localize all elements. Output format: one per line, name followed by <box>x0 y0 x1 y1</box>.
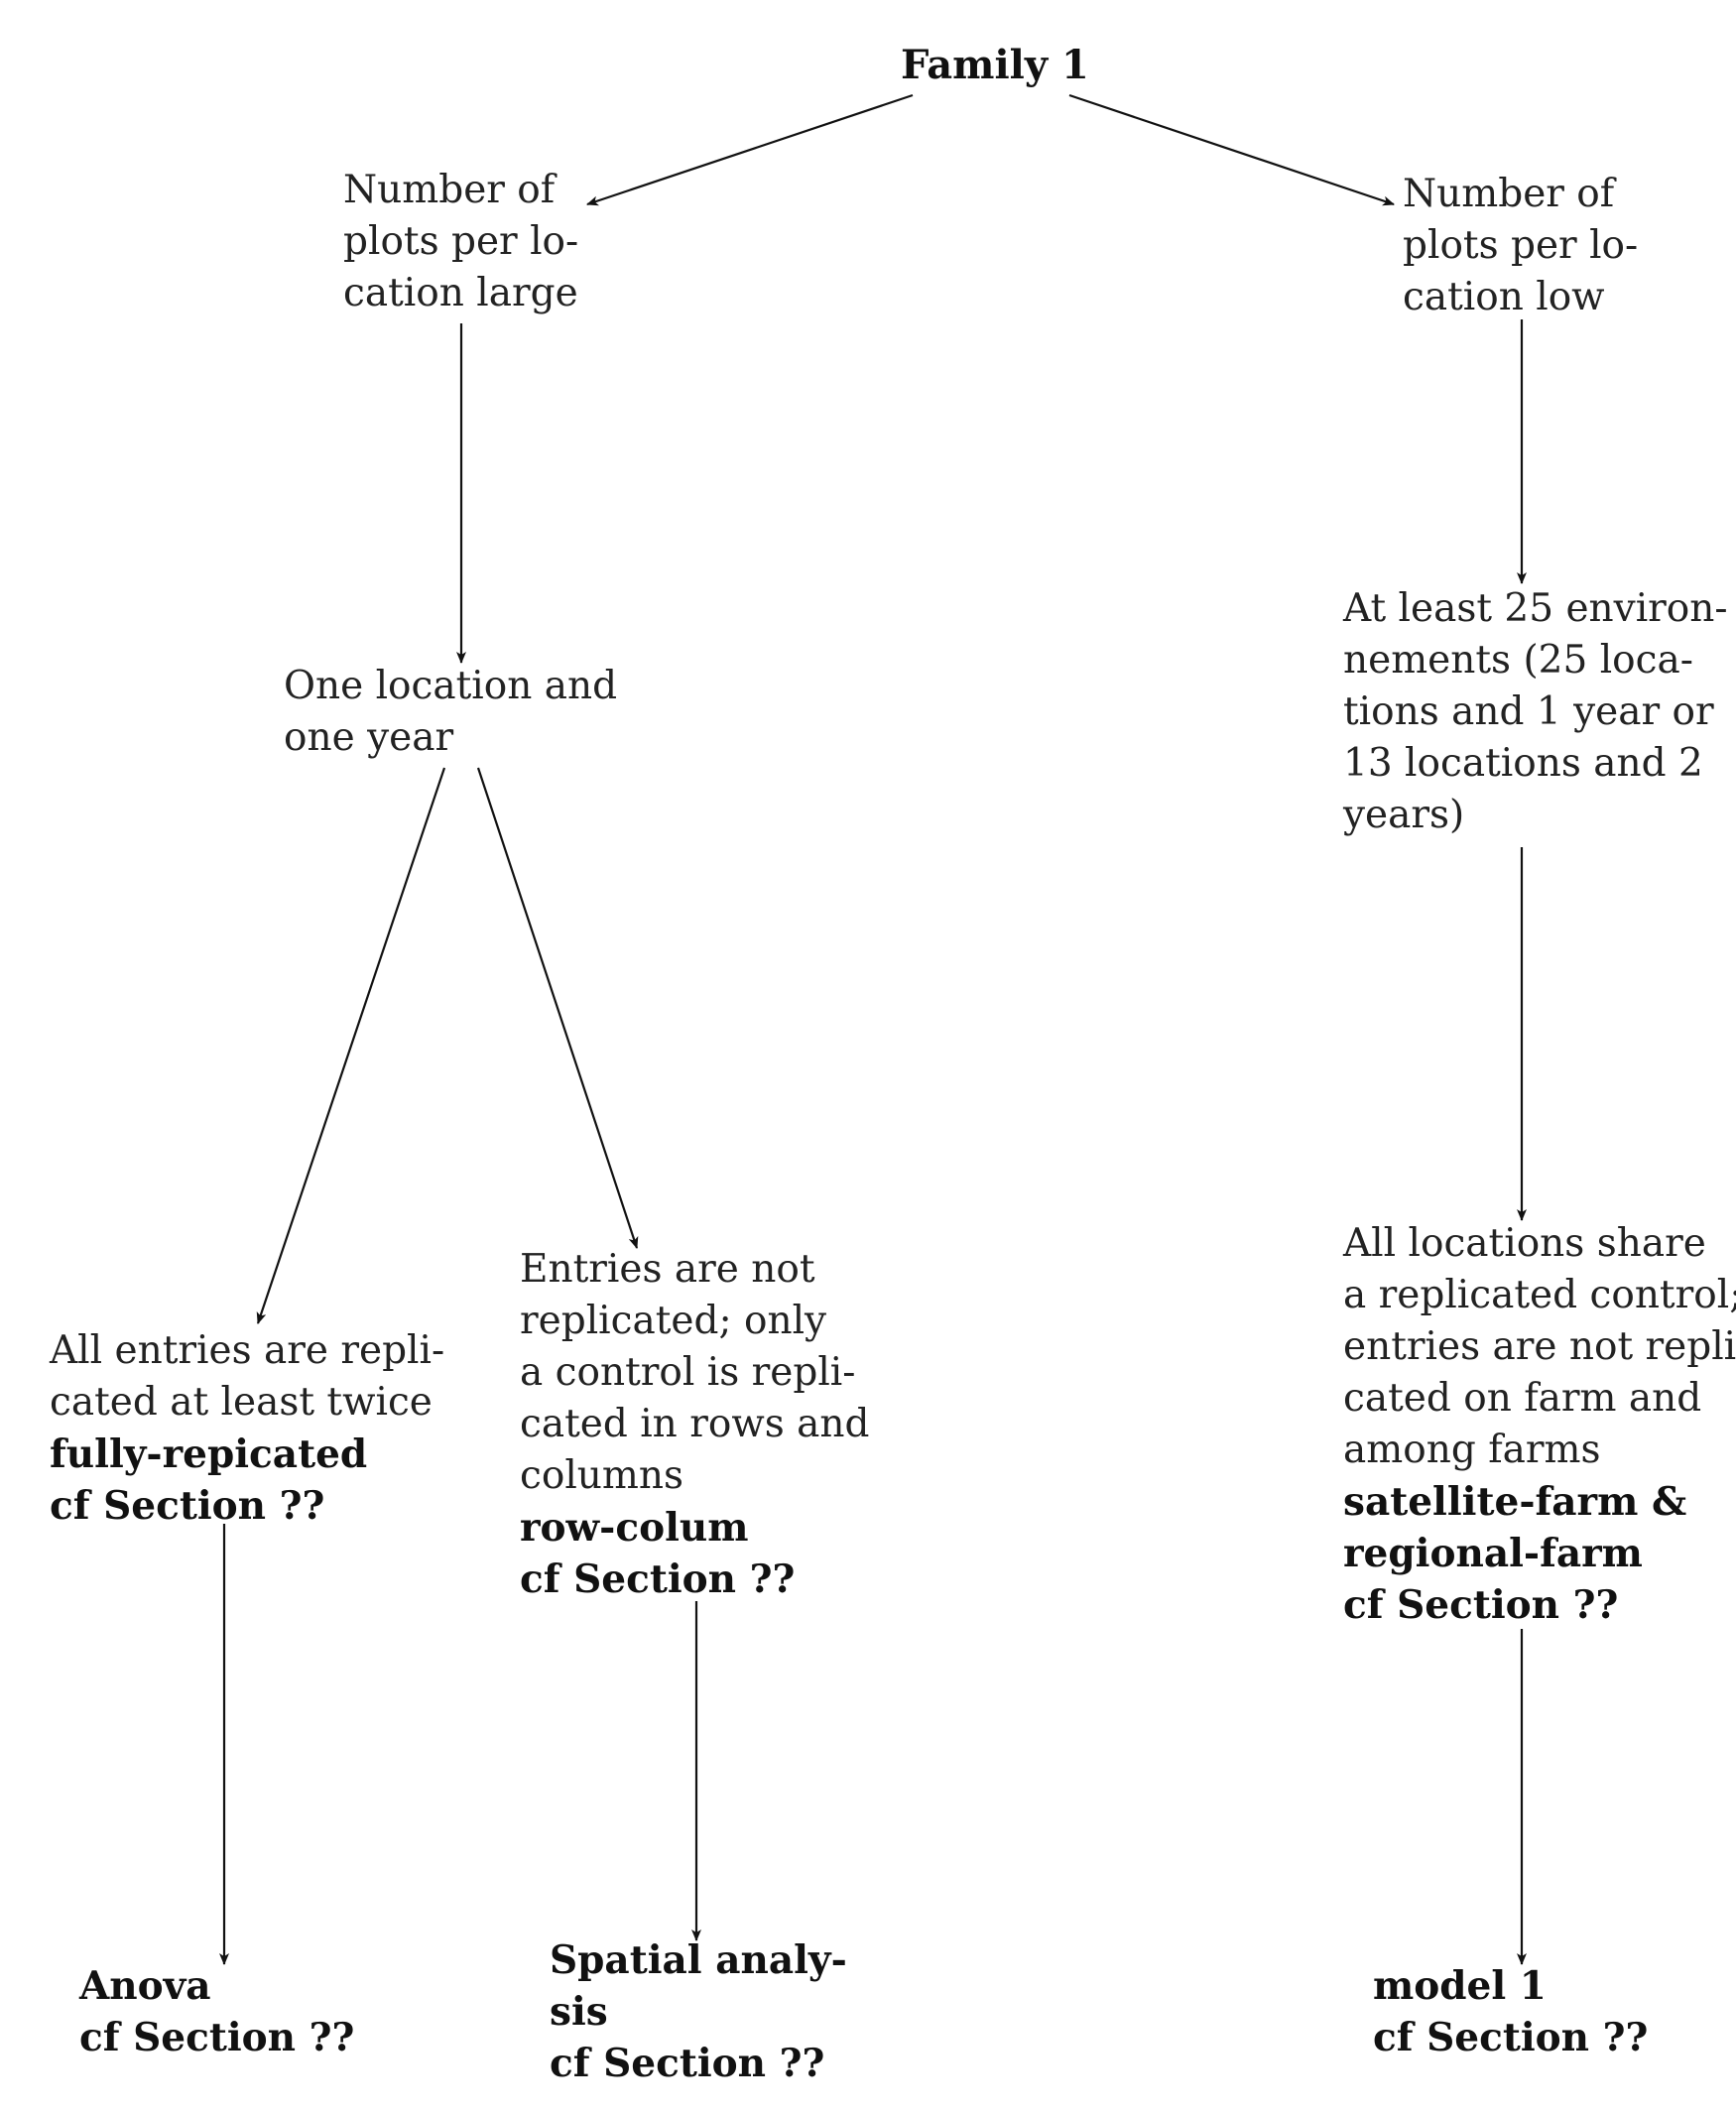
node-design-label: satellite-farm & <box>1343 1479 1687 1525</box>
node-line: One location and <box>284 664 618 708</box>
node-line: tions and 1 year or <box>1343 689 1714 734</box>
node-line: years) <box>1343 793 1465 837</box>
node-line: Family 1 <box>901 42 1089 88</box>
node-line: columns <box>520 1453 684 1498</box>
node-design-label: fully-repicated <box>50 1431 368 1477</box>
node-line: cated in rows and <box>520 1402 870 1446</box>
node-spatial-analysis: Spatial analy- sis cf Section ?? <box>550 1934 847 2089</box>
node-line: nements (25 loca- <box>1343 638 1693 683</box>
node-plots-large: Number of plots per lo- cation large <box>343 165 578 319</box>
node-line: Number of <box>1403 172 1615 216</box>
node-design-label: regional-farm <box>1343 1531 1643 1576</box>
node-line: All entries are repli- <box>50 1328 445 1373</box>
arrow-one_location-to-replicated <box>256 767 446 1324</box>
node-line: replicated; only <box>520 1299 827 1343</box>
node-fully-replicated: All entries are repli- cated at least tw… <box>50 1325 444 1532</box>
node-section-ref: cf Section ?? <box>50 1483 325 1529</box>
arrow-one_location-to-not_replicated <box>476 767 639 1249</box>
node-row-column: Entries are not replicated; only a contr… <box>520 1244 869 1605</box>
node-environments: At least 25 environ- nements (25 loca- t… <box>1343 583 1728 841</box>
node-line: a replicated control; <box>1343 1273 1736 1317</box>
node-line: cation low <box>1403 275 1605 319</box>
arrow-family-to-plots_large <box>586 93 914 206</box>
node-section-ref: cf Section ?? <box>1343 1582 1619 1628</box>
node-line: plots per lo- <box>343 219 579 264</box>
node-line: entries are not repli- <box>1343 1324 1736 1369</box>
node-line: among farms <box>1343 1428 1601 1472</box>
node-one-location: One location and one year <box>284 661 617 764</box>
node-line: 13 locations and 2 <box>1343 741 1703 786</box>
node-line: cated at least twice <box>50 1380 433 1425</box>
node-model-1: model 1 cf Section ?? <box>1373 1960 1648 2063</box>
node-line: one year <box>284 715 454 760</box>
node-method-label: sis <box>550 1989 608 2035</box>
node-section-ref: cf Section ?? <box>79 2015 355 2060</box>
node-section-ref: cf Section ?? <box>520 1556 796 1602</box>
node-line: cation large <box>343 271 578 315</box>
node-line: Entries are not <box>520 1247 815 1292</box>
node-satellite-farm: All locations share a replicated control… <box>1343 1218 1736 1631</box>
node-line: At least 25 environ- <box>1343 586 1728 631</box>
node-plots-low: Number of plots per lo- cation low <box>1403 169 1638 323</box>
node-line: plots per lo- <box>1403 223 1639 268</box>
node-family-1: Family 1 <box>901 40 1089 91</box>
arrow-family-to-plots_low <box>1068 93 1395 206</box>
node-line: a control is repli- <box>520 1350 856 1395</box>
node-line: All locations share <box>1343 1221 1706 1266</box>
node-design-label: row-colum <box>520 1505 749 1551</box>
node-method-label: Anova <box>79 1963 211 2009</box>
node-method-label: Spatial analy- <box>550 1937 847 1983</box>
node-section-ref: cf Section ?? <box>550 2041 825 2086</box>
node-anova: Anova cf Section ?? <box>79 1960 354 2063</box>
node-method-label: model 1 <box>1373 1963 1547 2009</box>
node-line: Number of <box>343 168 556 212</box>
node-section-ref: cf Section ?? <box>1373 2015 1649 2060</box>
node-line: cated on farm and <box>1343 1376 1702 1421</box>
